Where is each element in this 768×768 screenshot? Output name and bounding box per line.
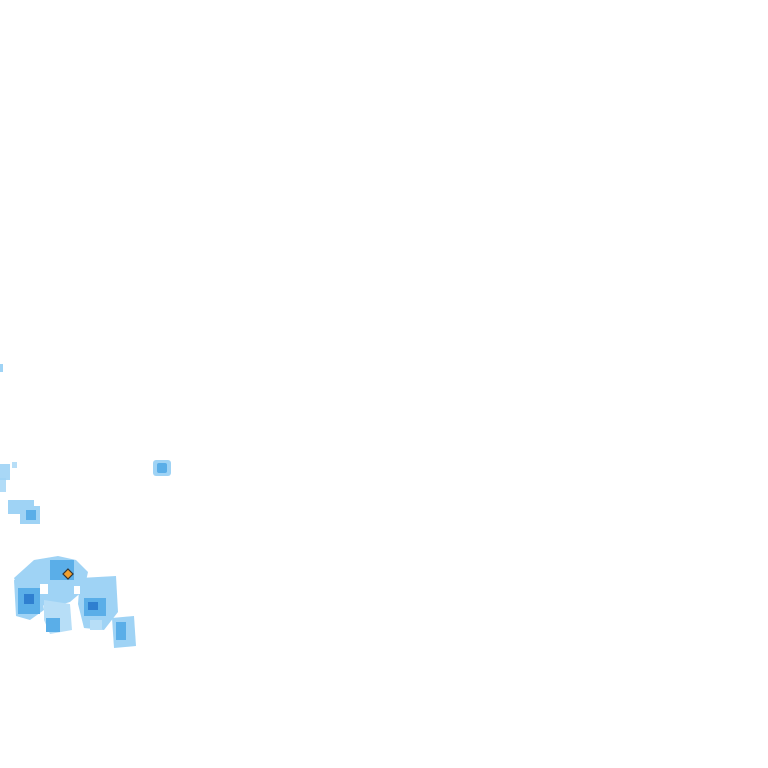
diamond-marker-icon[interactable] [62, 568, 74, 580]
echo-cell-left-edge [0, 364, 3, 372]
echo-cell-isolated [153, 460, 171, 476]
echo-cluster-west [0, 462, 17, 492]
echo-cluster-main [14, 556, 136, 648]
echo-cell-southwest [8, 500, 40, 524]
